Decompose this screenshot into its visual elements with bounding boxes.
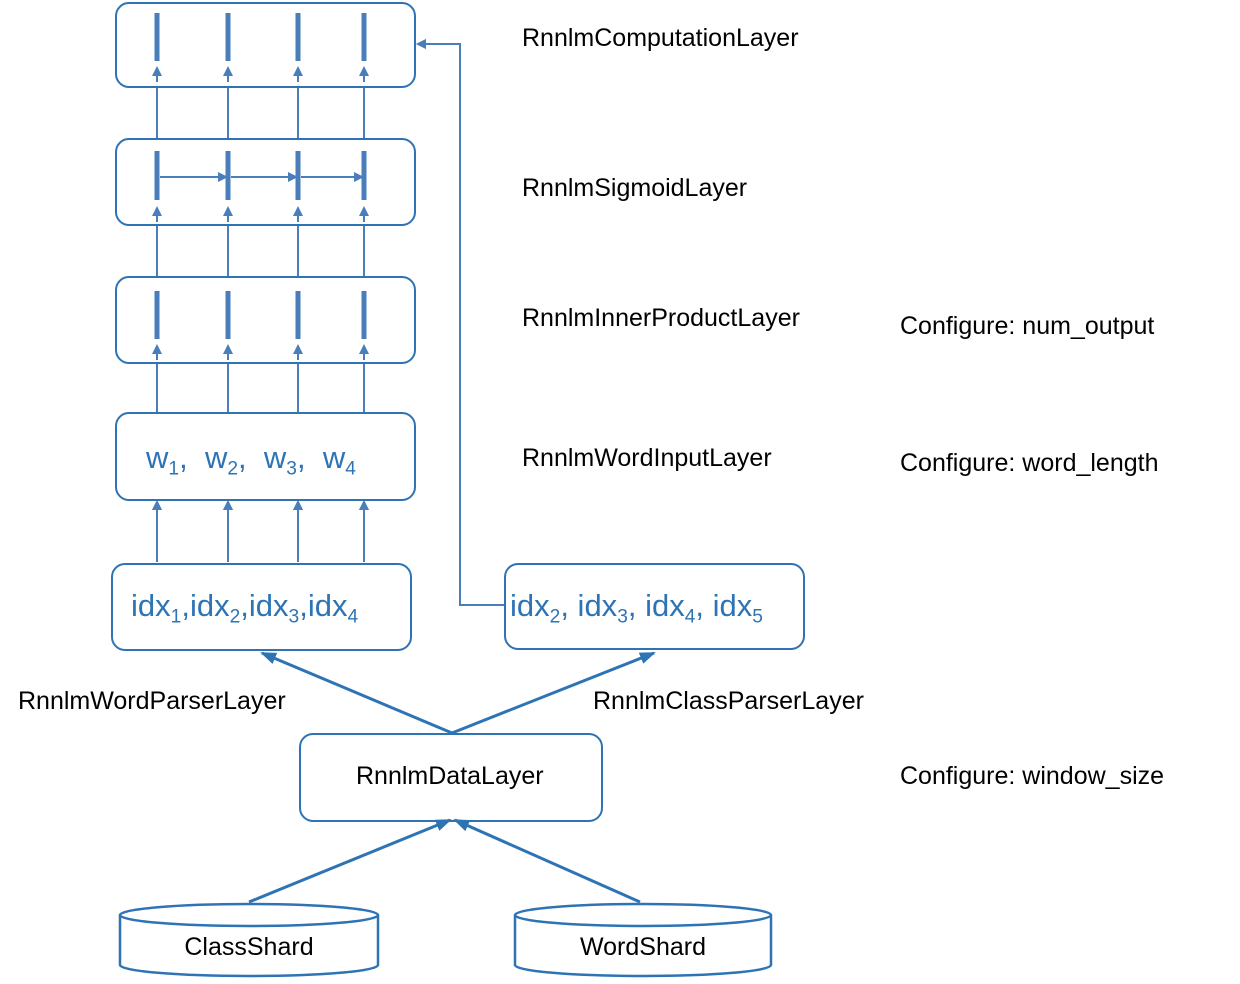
word-indices: idx1,idx2,idx3,idx4 xyxy=(131,588,359,628)
config-num-output: Configure: num_output xyxy=(900,312,1155,340)
inner-product-layer-box xyxy=(115,276,416,364)
label-class-parser-layer: RnnlmClassParserLayer xyxy=(593,687,864,715)
word-3: w3 xyxy=(263,440,297,480)
sigmoid-layer-box xyxy=(115,138,416,226)
label-sigmoid-layer: RnnlmSigmoidLayer xyxy=(522,174,748,202)
computation-layer-box xyxy=(115,2,416,88)
word-4: w4 xyxy=(322,440,356,480)
class-parser-output-box xyxy=(504,563,805,650)
classshard-label: ClassShard xyxy=(184,933,314,961)
class-indices: idx2, idx3, idx4, idx5 xyxy=(510,588,763,628)
word-1: w1 xyxy=(146,440,180,480)
wordshard-label: WordShard xyxy=(580,933,706,961)
arrow-labels-to-computation xyxy=(416,39,505,606)
label-computation-layer: RnnlmComputationLayer xyxy=(522,24,799,52)
data-layer-box xyxy=(299,733,603,822)
label-word-parser-layer: RnnlmWordParserLayer xyxy=(18,687,286,715)
word-parser-output-box xyxy=(111,563,412,651)
label-data-layer: RnnlmDataLayer xyxy=(356,762,544,790)
word-input-layer-box xyxy=(115,412,416,501)
label-word-input-layer: RnnlmWordInputLayer xyxy=(522,444,772,472)
config-word-length: Configure: word_length xyxy=(900,449,1159,477)
word-input-contents: w1, w2, w3, w4 xyxy=(146,440,356,480)
label-inner-product-layer: RnnlmInnerProductLayer xyxy=(522,304,800,332)
word-2: w2 xyxy=(204,440,239,480)
config-window-size: Configure: window_size xyxy=(900,762,1165,790)
